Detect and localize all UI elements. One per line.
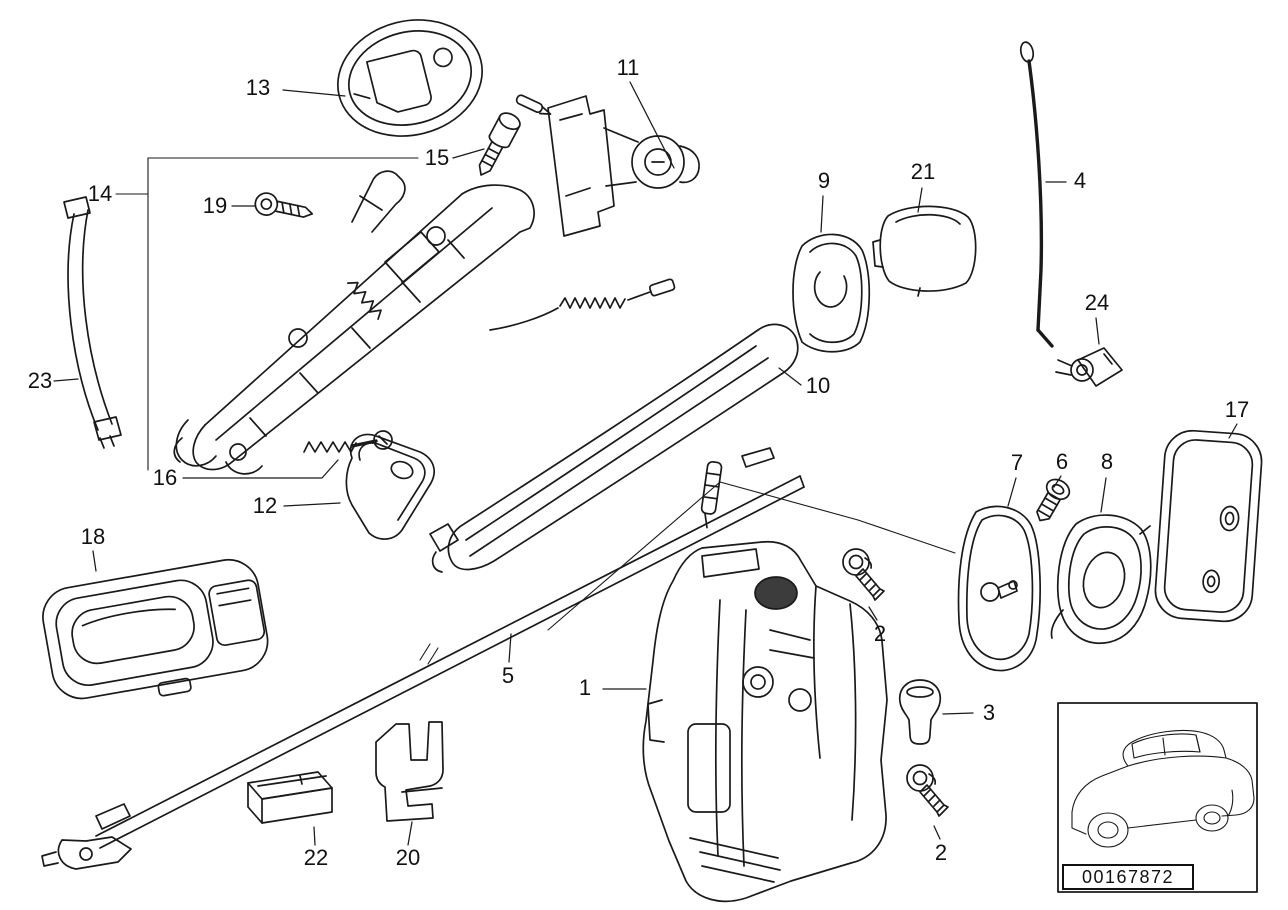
callout-4-5: 4: [1073, 168, 1087, 193]
callout-5-18: 5: [501, 663, 515, 688]
part-2-screw-bottom-drawing: [906, 764, 949, 817]
part-14-carrier-assembly-drawing: [116, 158, 675, 474]
part-15-screw-drawing: [471, 110, 522, 180]
part-11-lock-cylinder-drawing: [515, 94, 699, 236]
callout-6-15: 6: [1055, 449, 1069, 474]
callout-18-17: 18: [80, 524, 106, 549]
part-16-spring-pin-drawing: [304, 431, 392, 452]
callout-3-21: 3: [982, 700, 996, 725]
callout-1-19: 1: [578, 675, 592, 700]
part-21-cap-drawing: [873, 206, 976, 296]
callout-2-20: 2: [873, 621, 887, 646]
callout-23-9: 23: [27, 368, 53, 393]
construction-lines: [548, 482, 955, 630]
callout-2-22: 2: [934, 840, 948, 865]
callout-7-14: 7: [1010, 450, 1024, 475]
callout-11-2: 11: [616, 55, 640, 80]
callout-22-23: 22: [303, 845, 329, 870]
part-3-grommet-drawing: [900, 680, 941, 744]
callout-9-3: 9: [817, 168, 831, 193]
callout-16-10: 16: [152, 465, 178, 490]
callout-10-12: 10: [805, 373, 831, 398]
callout-21-4: 21: [910, 159, 936, 184]
part-8-striker-drawing: [1051, 515, 1150, 643]
part-22-block-drawing: [248, 772, 332, 823]
part-20-bracket-drawing: [376, 722, 443, 821]
car-thumbnail-drawing: [1058, 703, 1257, 892]
part-2-screw-top-drawing: [842, 548, 885, 601]
part-9-cover-cap-drawing: [793, 234, 869, 351]
part-6-screw-drawing: [1030, 476, 1073, 527]
part-10-handle-drawing: [430, 324, 798, 572]
part-19-screw-drawing: [253, 191, 314, 225]
callout-17-13: 17: [1224, 397, 1250, 422]
part-number: 00167872: [1062, 864, 1194, 890]
callout-15-1: 15: [424, 145, 450, 170]
part-4-rod-drawing: [1019, 41, 1052, 346]
callout-14-7: 14: [87, 181, 113, 206]
part-13-seal-drawing: [325, 5, 494, 151]
part-24-switch-drawing: [1056, 348, 1122, 386]
part-1-lock-body-drawing: [643, 542, 887, 902]
part-17-cover-plate-drawing: [1154, 429, 1264, 623]
part-5-channel-drawing: [42, 476, 804, 869]
callout-19-8: 19: [202, 193, 228, 218]
part-7-lock-cover-drawing: [959, 506, 1041, 670]
callout-13-0: 13: [245, 75, 271, 100]
callout-8-16: 8: [1100, 449, 1114, 474]
leader-lines: [54, 82, 1237, 845]
callout-24-6: 24: [1084, 290, 1110, 315]
part-12-gasket-drawing: [346, 434, 434, 539]
part-18-inner-handle-drawing: [38, 555, 274, 714]
callout-20-24: 20: [395, 845, 421, 870]
part-23-strip-drawing: [64, 197, 121, 448]
callout-12-11: 12: [252, 493, 278, 518]
